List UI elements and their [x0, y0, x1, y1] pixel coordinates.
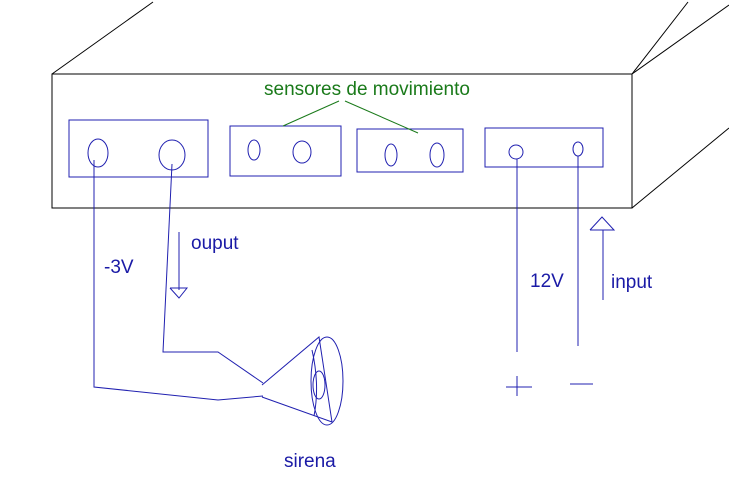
- output-label: ouput: [191, 233, 239, 254]
- power-connector: [484, 127, 604, 168]
- power-connector-hole-left: [508, 144, 524, 160]
- device-box-side: [631, 127, 729, 209]
- neg-voltage-label: -3V: [104, 257, 134, 278]
- wire-neg-voltage: [93, 160, 264, 401]
- device-box-top: [51, 1, 154, 75]
- input-arrow-head: [589, 216, 616, 231]
- motion-sensor-1-hole-right: [292, 140, 312, 164]
- sensors-label: sensores de movimiento: [264, 79, 470, 100]
- motion-sensor-2-hole-right: [429, 142, 445, 168]
- supply-voltage-label: 12V: [530, 271, 564, 292]
- device-box-top-right: [631, 1, 689, 75]
- wiring: [93, 156, 616, 426]
- siren-connector: [68, 119, 209, 178]
- power-connector-hole-right: [572, 141, 584, 157]
- motion-sensor-2-hole-left: [384, 143, 398, 167]
- motion-sensor-2: [356, 128, 464, 173]
- motion-sensor-1-hole-left: [247, 139, 261, 161]
- wire-output: [162, 163, 264, 384]
- siren-label: sirena: [284, 451, 336, 472]
- device-box: [51, 1, 729, 209]
- siren-horn-icon: [261, 336, 344, 426]
- input-label: input: [611, 272, 653, 293]
- device-box-side-top: [631, 4, 729, 75]
- siren-connector-hole-left: [87, 138, 109, 168]
- motion-sensor-1: [229, 125, 342, 177]
- output-arrow-head: [169, 287, 189, 299]
- sensor-pointer-lines: [282, 100, 419, 134]
